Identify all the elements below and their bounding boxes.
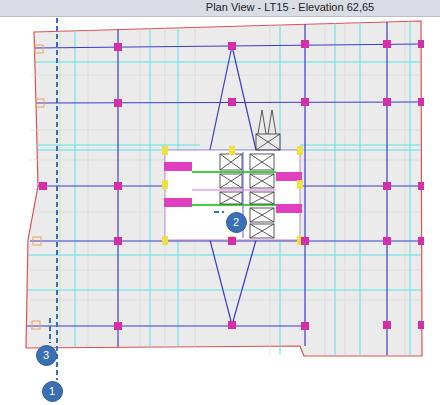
edge-columns [32, 45, 44, 329]
callout-number: 3 [43, 350, 49, 361]
secondary-beams [28, 22, 421, 355]
callout-circle: 3 [36, 345, 57, 366]
wall-markers [162, 146, 303, 245]
slab-outline [26, 21, 422, 356]
callout-circle: 1 [42, 381, 63, 402]
callout-number: 1 [49, 386, 55, 397]
main-beams [27, 22, 421, 355]
columns [39, 40, 424, 330]
shaft-symbols [220, 110, 280, 238]
callout-circle: 2 [226, 212, 247, 233]
core-walls [164, 150, 302, 240]
callout-number: 2 [233, 217, 239, 228]
view-title: Plan View - LT15 - Elevation 62,65 [206, 1, 374, 13]
mesh-lines [30, 22, 421, 355]
section-cut-lines [50, 18, 224, 380]
